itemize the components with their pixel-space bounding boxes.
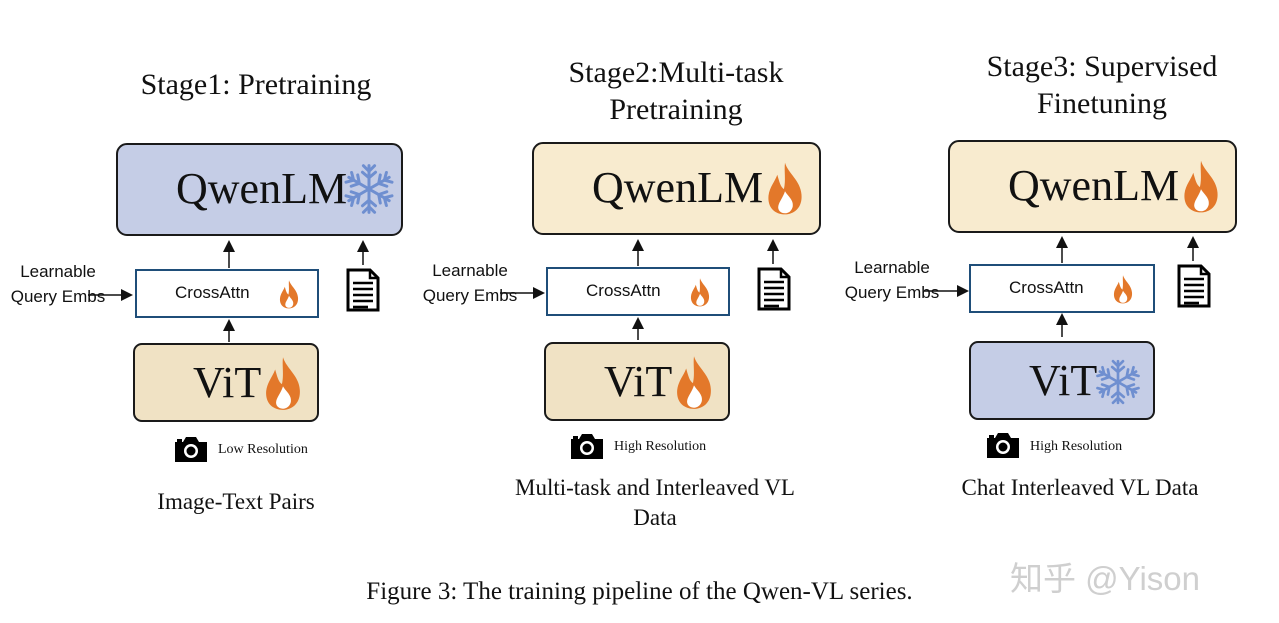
stage-3-crossattn-block: CrossAttn <box>969 264 1155 313</box>
stage-2-learnable-query-label: Learnable Query Embs <box>422 261 518 305</box>
figure-caption: Figure 3: The training pipeline of the Q… <box>366 578 913 605</box>
stage-1-learnable-query-label: Learnable Query Embs <box>10 262 106 306</box>
flame-icon <box>670 354 718 410</box>
stage-2-vit-block: ViT <box>544 342 730 421</box>
stage-3-arrows <box>924 236 1199 337</box>
stage-1-vit-label: ViT <box>193 358 262 407</box>
stage-2-data-label: Multi-task and Interleaved VL Data <box>515 475 795 530</box>
stage-3-data-label: Chat Interleaved VL Data <box>961 475 1199 500</box>
stage-2-crossattn-label: CrossAttn <box>586 281 661 300</box>
stage-1-arrows <box>88 240 369 342</box>
stage-3-learnable-query-label: Learnable Query Embs <box>844 258 940 302</box>
document-icon <box>346 268 380 312</box>
snowflake-icon <box>341 159 397 219</box>
stage-3-panel: Stage3: Supervised Finetuning QwenLM Lea… <box>832 0 1252 560</box>
document-icon <box>757 267 791 311</box>
stage-2-vit-label: ViT <box>604 357 673 406</box>
stage-2-resolution-label: High Resolution <box>614 439 707 454</box>
flame-icon <box>1111 274 1135 304</box>
stage-1-data-label: Image-Text Pairs <box>157 489 315 514</box>
stage-3-title: Stage3: Supervised Finetuning <box>986 50 1218 120</box>
stage-3-resolution-label: High Resolution <box>1030 439 1123 454</box>
stage-2-arrows <box>500 239 779 340</box>
camera-icon <box>173 434 209 464</box>
watermark: 知乎 @Yison <box>1010 560 1200 597</box>
stage-1-crossattn-block: CrossAttn <box>135 269 319 318</box>
flame-icon <box>277 279 301 309</box>
flame-icon <box>688 277 712 307</box>
stage-1-crossattn-label: CrossAttn <box>175 283 250 302</box>
stage-2-title: Stage2:Multi-task Pretraining <box>568 56 784 126</box>
stage-3-crossattn-label: CrossAttn <box>1009 278 1084 297</box>
stage-2-qwenlm-block: QwenLM <box>532 142 821 235</box>
document-icon <box>1177 264 1211 308</box>
camera-icon <box>569 431 605 461</box>
stage-1-panel: Stage1: Pretraining QwenLM Learnable Que… <box>0 0 420 560</box>
snowflake-icon <box>1093 357 1143 407</box>
stage-3-qwenlm-label: QwenLM <box>1008 161 1180 210</box>
flame-icon <box>259 355 307 411</box>
stage-1-title: Stage1: Pretraining <box>140 68 372 101</box>
flame-icon <box>763 158 807 218</box>
stage-1-resolution-label: Low Resolution <box>218 442 308 457</box>
stage-1-qwenlm-block: QwenLM <box>116 143 403 236</box>
camera-icon <box>985 430 1021 460</box>
stage-2-crossattn-block: CrossAttn <box>546 267 730 316</box>
stage-2-panel: Stage2:Multi-task Pretraining QwenLM Lea… <box>416 0 836 560</box>
stage-2-qwenlm-label: QwenLM <box>592 163 764 212</box>
stage-3-vit-label: ViT <box>1029 356 1098 405</box>
stage-1-vit-block: ViT <box>133 343 319 422</box>
stage-3-vit-block: ViT <box>969 341 1155 420</box>
stage-1-qwenlm-label: QwenLM <box>176 164 348 213</box>
flame-icon <box>1179 156 1223 216</box>
stage-3-qwenlm-block: QwenLM <box>948 140 1237 233</box>
